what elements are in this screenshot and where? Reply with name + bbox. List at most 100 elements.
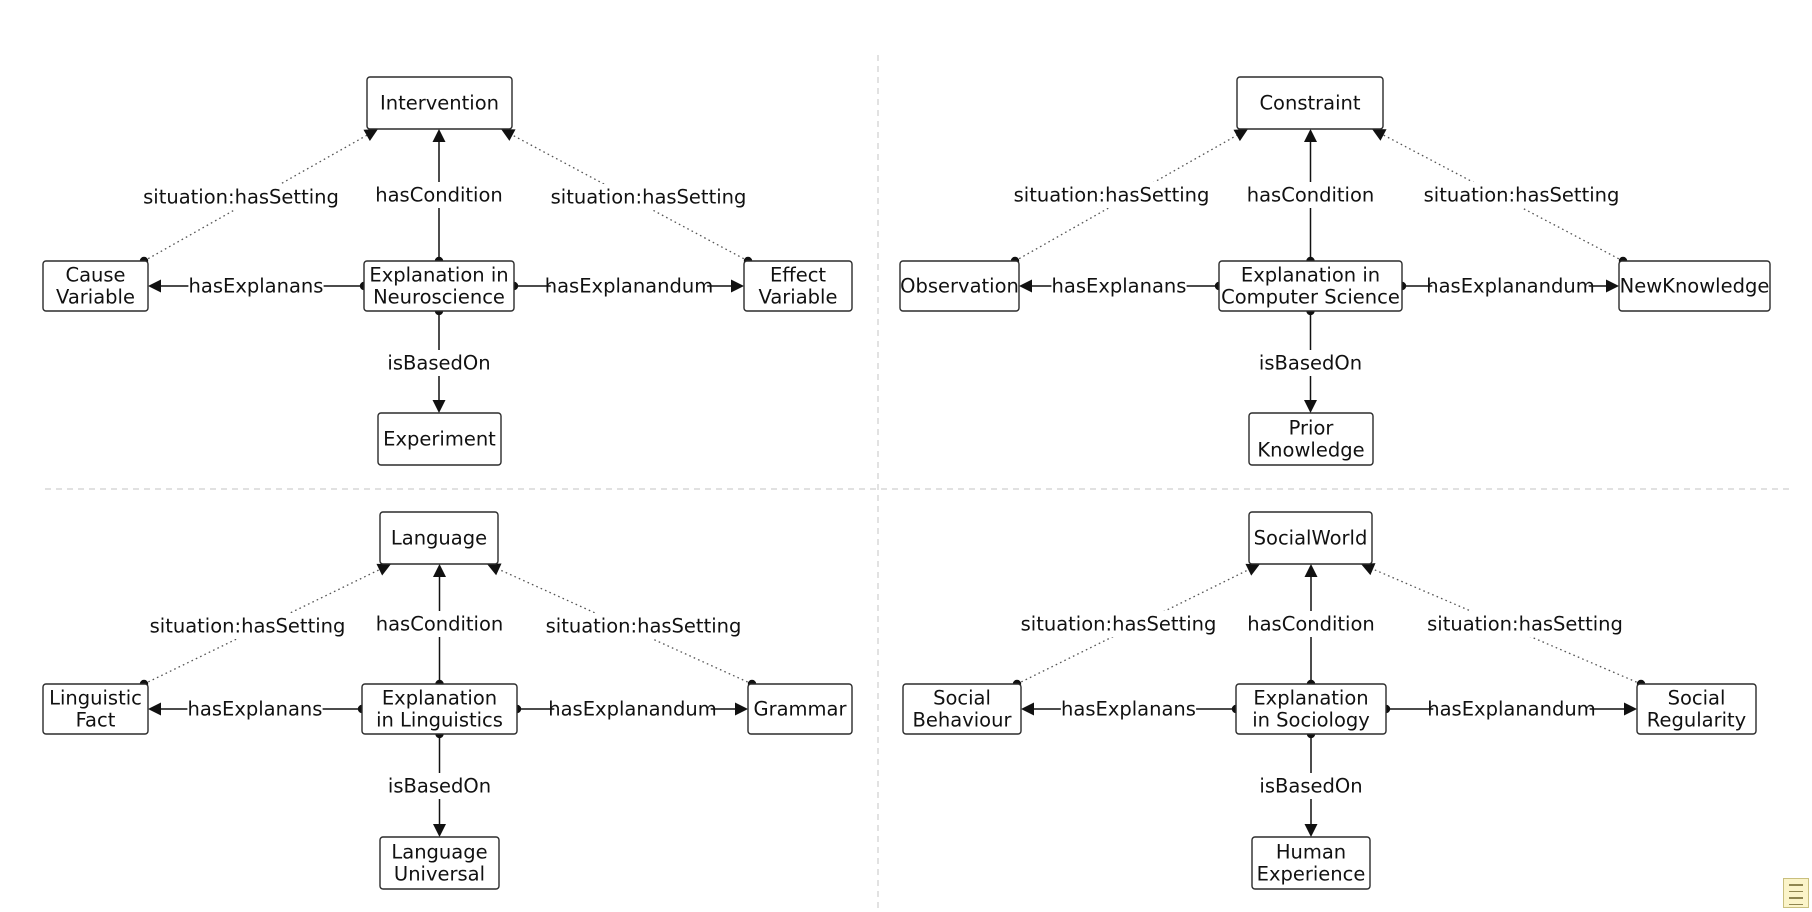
computer-science-label-setting-left-bg [1001,182,1222,208]
neuroscience-label-is-based-on-text: isBasedOn [387,352,490,375]
computer-science-node-bottom-label: Knowledge [1257,439,1364,462]
neuroscience-label-has-explanandum-bg [550,273,708,299]
sociology-node-right-box [1636,683,1757,735]
neuroscience-label-has-explanandum: hasExplanandum [545,273,713,299]
linguistics-label-is-based-on: isBasedOn [387,773,492,799]
computer-science-node-left[interactable]: Observation [899,260,1020,312]
sociology-label-has-condition: hasCondition [1243,611,1379,637]
computer-science-label-has-condition-text: hasCondition [1247,184,1375,207]
sociology-node-bottom-label: Experience [1257,863,1366,886]
linguistics-node-top-label: Language [391,527,487,550]
sociology-label-has-explanandum-text: hasExplanandum [1427,698,1595,721]
neuroscience-label-has-condition: hasCondition [371,182,507,208]
computer-science-node-right[interactable]: NewKnowledge [1618,260,1771,312]
computer-science-label-has-explanans-bg [1051,273,1187,299]
computer-science-label-is-based-on: isBasedOn [1258,350,1363,376]
neuroscience-node-left-box [42,260,149,312]
computer-science-label-has-explanans-text: hasExplanans [1052,275,1187,298]
linguistics-label-setting-left-text: situation:hasSetting [150,615,346,638]
computer-science-setting-right-arrow [1372,129,1387,141]
linguistics-label-is-based-on-bg [387,773,492,799]
neuroscience-node-top-box [366,76,513,130]
linguistics-node-right[interactable]: Grammar [747,683,853,735]
computer-science-label-has-explanandum-bg [1432,273,1589,299]
sociology-label-setting-right-bg [1415,611,1635,637]
neuroscience-node-top[interactable]: Intervention [366,76,513,130]
sociology-node-center-label: in Sociology [1252,709,1370,732]
sociology-label-setting-right: situation:hasSetting [1415,611,1635,637]
neuroscience-label-is-based-on: isBasedOn [387,350,491,376]
linguistics-label-has-explanans: hasExplanans [187,696,323,722]
linguistics-node-center-label: in Linguistics [376,709,503,732]
sociology-label-has-explanans-bg [1060,696,1197,722]
neuroscience-setting-right-arrow [501,129,516,141]
linguistics-node-center-box [361,683,518,735]
neuroscience-node-center-label: Neuroscience [373,286,505,309]
sociology-condition-arrow [1304,564,1318,577]
linguistics-label-has-condition-text: hasCondition [376,613,504,636]
neuroscience-label-has-condition-bg [371,182,507,208]
neuroscience-basedon-arrow [432,400,446,413]
neuroscience-setting-left-arrow [363,129,378,142]
computer-science-node-center-label: Explanation in [1241,264,1380,287]
computer-science-label-is-based-on-text: isBasedOn [1259,352,1362,375]
linguistics-explanandum-arrow [735,702,748,716]
note-icon[interactable] [1783,878,1809,908]
linguistics-basedon-arrow [433,824,446,837]
linguistics-node-top-box [379,511,499,565]
computer-science-label-setting-right-text: situation:hasSetting [1424,184,1620,207]
computer-science-node-top[interactable]: Constraint [1236,76,1384,130]
linguistics-node-bottom-label: Universal [394,863,485,886]
sociology-label-setting-left: situation:hasSetting [1008,611,1229,637]
sociology-node-right-label: Regularity [1647,709,1746,732]
linguistics-label-has-explanandum-bg [554,696,711,722]
linguistics-node-right-box [747,683,853,735]
linguistics-condition-arrow [433,564,446,577]
computer-science-node-right-label: NewKnowledge [1620,275,1770,298]
linguistics-explanans-arrow [148,702,161,716]
neuroscience-label-setting-right: situation:hasSetting [538,184,759,210]
neuroscience-node-right-label: Effect [770,264,826,287]
computer-science-label-setting-right: situation:hasSetting [1411,182,1632,208]
sociology-node-bottom-box [1251,836,1371,890]
neuroscience-label-is-based-on-bg [387,350,491,376]
computer-science-node-center-box [1218,260,1403,312]
sociology-setting-left-arrow [1245,563,1260,576]
neuroscience-label-setting-right-text: situation:hasSetting [551,186,747,209]
neuroscience-label-setting-left-bg [131,184,351,210]
neuroscience-setting-right-edge [511,134,749,262]
sociology-label-is-based-on-bg [1259,773,1363,799]
linguistics-label-setting-right: situation:hasSetting [533,613,754,639]
sociology-label-has-condition-bg [1243,611,1379,637]
sociology-node-center-box [1235,683,1387,735]
computer-science-label-is-based-on-bg [1258,350,1363,376]
linguistics-label-has-explanans-text: hasExplanans [188,698,323,721]
neuroscience-label-setting-left-text: situation:hasSetting [143,186,339,209]
linguistics-node-bottom-box [379,836,500,890]
linguistics-label-has-condition-bg [371,611,508,637]
linguistics-node-top[interactable]: Language [379,511,499,565]
sociology-basedon-arrow [1304,824,1318,837]
computer-science-explanans-arrow [1019,279,1032,293]
linguistics-label-has-explanandum: hasExplanandum [548,696,717,722]
sociology-label-has-explanans-text: hasExplanans [1061,698,1196,721]
computer-science-explanandum-arrow [1606,279,1619,293]
sociology-node-top[interactable]: SocialWorld [1248,511,1373,565]
sociology-setting-right-edge [1371,568,1642,685]
computer-science-node-top-box [1236,76,1384,130]
neuroscience-node-bottom-label: Experiment [383,428,496,451]
neuroscience-node-bottom[interactable]: Experiment [377,412,502,466]
linguistics-setting-left-edge [143,568,381,685]
